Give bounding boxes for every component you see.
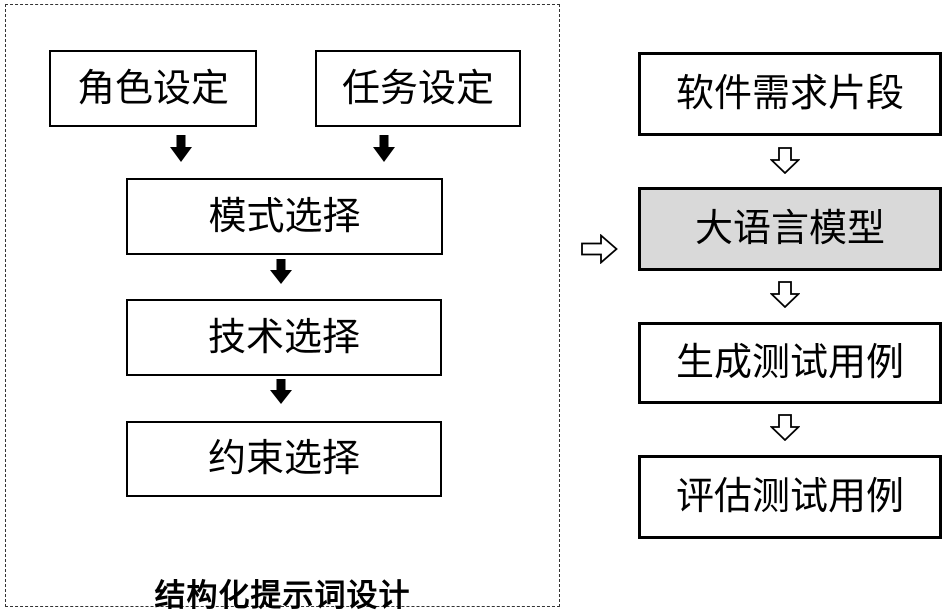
node-role-setting: 角色设定 <box>49 50 257 127</box>
hollow-down-arrow-icon <box>769 281 801 309</box>
node-llm: 大语言模型 <box>638 187 942 271</box>
node-mode-selection-label: 模式选择 <box>208 195 361 238</box>
node-software-requirement-label: 软件需求片段 <box>675 73 904 115</box>
node-generate-test-cases-label: 生成测试用例 <box>675 342 904 384</box>
node-task-setting-label: 任务设定 <box>341 67 494 110</box>
solid-down-arrow-icon <box>270 259 292 284</box>
node-generate-test-cases: 生成测试用例 <box>638 322 942 404</box>
node-role-setting-label: 角色设定 <box>76 67 229 110</box>
node-technique-selection: 技术选择 <box>126 299 442 376</box>
node-technique-selection-label: 技术选择 <box>207 316 360 359</box>
solid-down-arrow-icon <box>373 135 395 162</box>
hollow-down-arrow-icon <box>769 414 801 442</box>
node-constraint-selection-label: 约束选择 <box>207 438 360 480</box>
node-constraint-selection: 约束选择 <box>126 421 442 497</box>
hollow-down-arrow-icon <box>769 147 801 175</box>
panel-caption: 结构化提示词设计 <box>154 578 411 613</box>
node-task-setting: 任务设定 <box>315 50 521 127</box>
hollow-right-arrow-icon <box>581 233 618 265</box>
node-software-requirement: 软件需求片段 <box>638 52 942 136</box>
solid-down-arrow-icon <box>270 379 292 404</box>
node-mode-selection: 模式选择 <box>126 178 443 255</box>
node-evaluate-test-cases: 评估测试用例 <box>638 455 942 539</box>
node-evaluate-test-cases-label: 评估测试用例 <box>675 476 904 518</box>
solid-down-arrow-icon <box>170 135 192 162</box>
node-llm-label: 大语言模型 <box>694 208 885 250</box>
